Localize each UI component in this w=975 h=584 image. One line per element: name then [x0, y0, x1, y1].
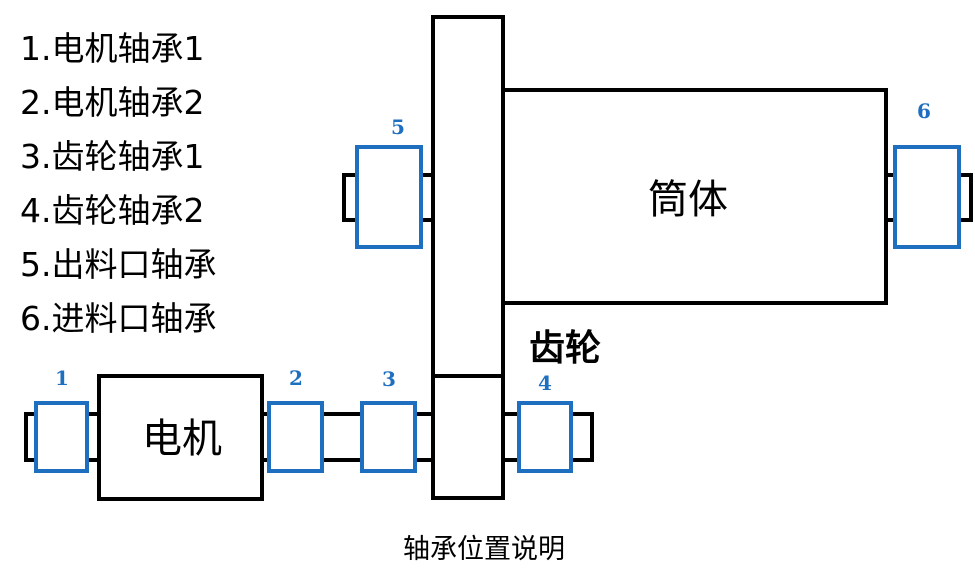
legend-item-3: 3.齿轮轴承1: [20, 137, 205, 176]
bearing-5: [355, 145, 423, 249]
motor-box: [97, 374, 264, 501]
bearing-label-3: 3: [382, 367, 396, 391]
bearing-label-2: 2: [289, 366, 303, 390]
bearing-label-5: 5: [391, 115, 405, 139]
caption: 轴承位置说明: [403, 534, 565, 565]
legend-item-6: 6.进料口轴承: [20, 299, 217, 338]
gear-label: 齿轮: [529, 328, 601, 369]
cylinder-box: [501, 88, 888, 305]
bearing-2: [267, 401, 324, 473]
bearing-1: [34, 401, 89, 473]
legend-item-5: 5.出料口轴承: [20, 245, 217, 284]
gear-bar: [431, 15, 505, 500]
bearing-6: [893, 145, 961, 249]
bearing-4: [517, 401, 573, 473]
bearing-3: [360, 401, 417, 473]
motor-label: 电机: [142, 416, 222, 462]
legend: 1.电机轴承1 2.电机轴承2 3.齿轮轴承1 4.齿轮轴承2 5.出料口轴承 …: [20, 22, 217, 346]
legend-item-2: 2.电机轴承2: [20, 83, 205, 122]
legend-item-1: 1.电机轴承1: [20, 29, 205, 68]
bearing-label-4: 4: [538, 371, 552, 395]
bearing-label-1: 1: [55, 366, 69, 390]
bearing-label-6: 6: [917, 99, 931, 123]
legend-item-4: 4.齿轮轴承2: [20, 191, 205, 230]
cylinder-label: 筒体: [648, 177, 728, 223]
